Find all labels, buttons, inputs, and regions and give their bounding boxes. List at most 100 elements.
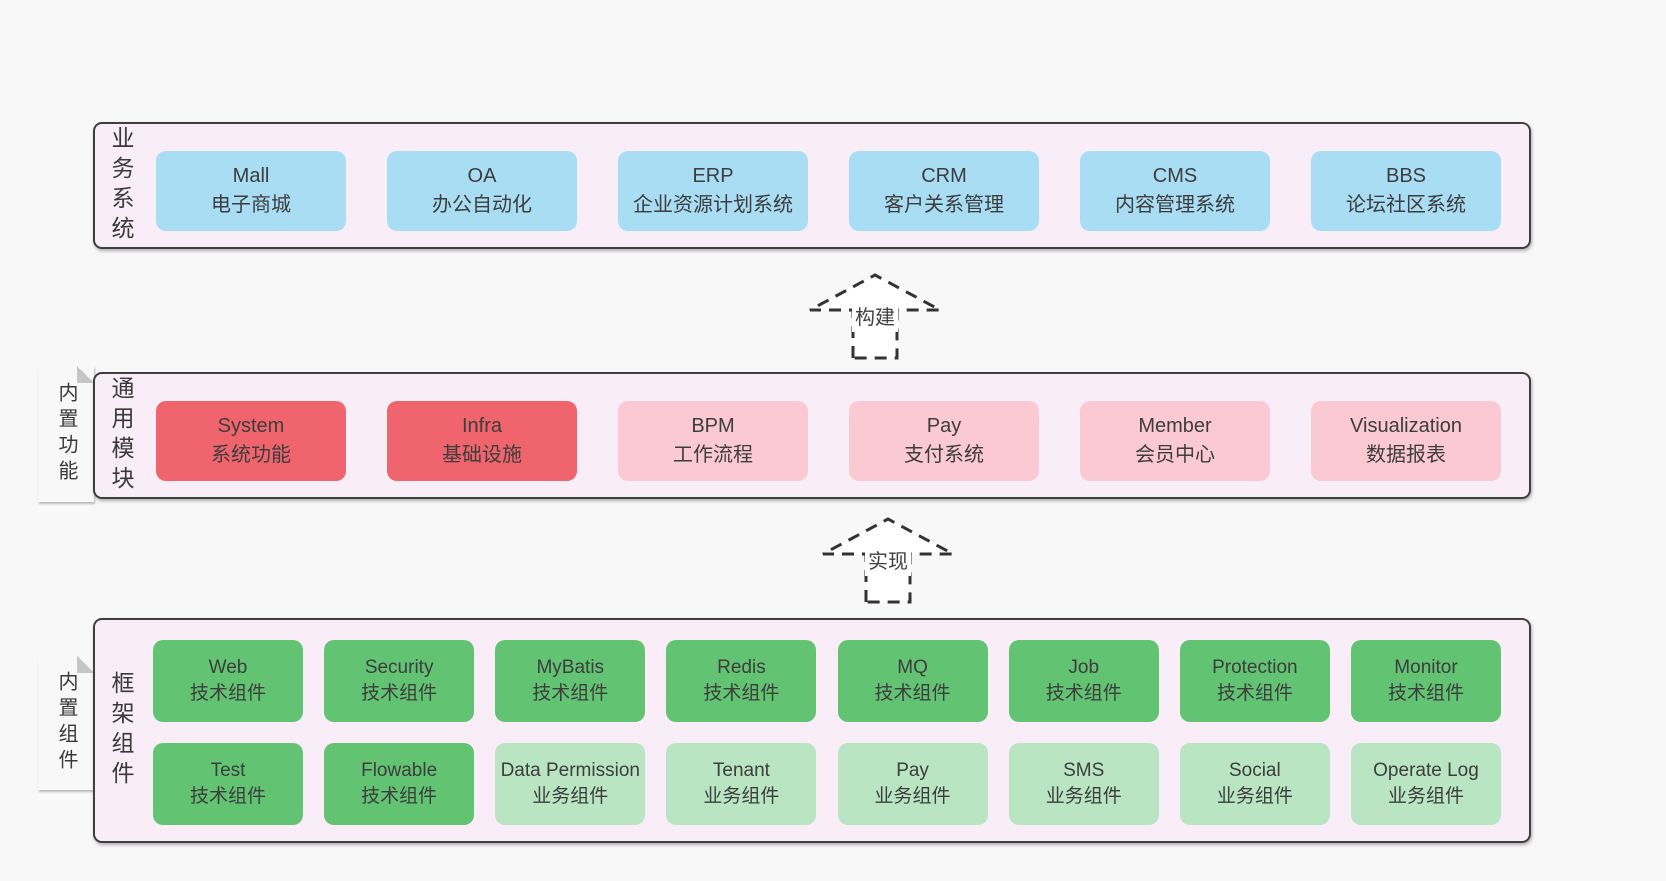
component-title: Pay bbox=[896, 760, 929, 781]
panel-business-systems: 业务系统 Mall 电子商城 OA 办公自动化 ERP 企业资源计划系统 CRM 客户关系管理… bbox=[93, 122, 1531, 249]
component-title: Operate Log bbox=[1373, 760, 1479, 781]
component-box: Mall 电子商城 bbox=[156, 151, 346, 231]
component-subtitle: 技术组件 bbox=[189, 683, 266, 704]
component-box: CRM 客户关系管理 bbox=[849, 151, 1039, 231]
component-box: Infra 基础设施 bbox=[387, 401, 577, 481]
component-subtitle: 电子商城 bbox=[211, 194, 291, 216]
component-box: Flowable 技术组件 bbox=[324, 743, 475, 825]
component-title: BBS bbox=[1385, 165, 1427, 187]
arrow-implement: 实现 bbox=[818, 514, 958, 604]
component-subtitle: 办公自动化 bbox=[432, 194, 532, 216]
component-subtitle: 业务组件 bbox=[1045, 786, 1122, 807]
component-subtitle: 技术组件 bbox=[189, 786, 266, 807]
component-title: Data Permission bbox=[500, 760, 640, 781]
component-subtitle: 技术组件 bbox=[1216, 683, 1293, 704]
module-boxes-row: System 系统功能 Infra 基础设施 BPM 工作流程 Pay 支付系统 Member 会… bbox=[156, 401, 1501, 481]
component-title: Test bbox=[210, 760, 246, 781]
component-subtitle: 技术组件 bbox=[1045, 683, 1122, 704]
component-title: Mall bbox=[232, 165, 270, 187]
sticky-tag-text: 内置功能 bbox=[55, 382, 77, 486]
component-box: Visualization 数据报表 bbox=[1311, 401, 1501, 481]
component-box: Tenant 业务组件 bbox=[666, 743, 817, 825]
component-subtitle: 技术组件 bbox=[532, 683, 609, 704]
component-title: Protection bbox=[1212, 657, 1298, 678]
component-title: OA bbox=[467, 165, 497, 187]
component-box: Data Permission 业务组件 bbox=[495, 743, 646, 825]
component-title: CRM bbox=[921, 165, 967, 187]
component-box: MyBatis 技术组件 bbox=[495, 640, 646, 722]
component-box: System 系统功能 bbox=[156, 401, 346, 481]
component-box: Redis 技术组件 bbox=[666, 640, 817, 722]
component-subtitle: 支付系统 bbox=[904, 444, 984, 466]
component-subtitle: 基础设施 bbox=[442, 444, 522, 466]
component-subtitle: 系统功能 bbox=[211, 444, 291, 466]
component-box: Social 业务组件 bbox=[1179, 743, 1330, 825]
arrow-build-label: 构建 bbox=[852, 305, 898, 332]
component-subtitle: 业务组件 bbox=[703, 786, 780, 807]
component-box: Pay 业务组件 bbox=[837, 743, 988, 825]
component-box: Member 会员中心 bbox=[1080, 401, 1270, 481]
component-subtitle: 数据报表 bbox=[1366, 444, 1446, 466]
component-box: ERP 企业资源计划系统 bbox=[618, 151, 808, 231]
component-box: Job 技术组件 bbox=[1008, 640, 1159, 722]
component-subtitle: 技术组件 bbox=[1387, 683, 1464, 704]
component-title: BPM bbox=[691, 415, 735, 437]
component-subtitle: 工作流程 bbox=[673, 444, 753, 466]
component-subtitle: 技术组件 bbox=[361, 786, 438, 807]
component-subtitle: 业务组件 bbox=[532, 786, 609, 807]
component-box: Pay 支付系统 bbox=[849, 401, 1039, 481]
component-subtitle: 论坛社区系统 bbox=[1346, 194, 1466, 216]
component-subtitle: 业务组件 bbox=[1387, 786, 1464, 807]
component-title: Job bbox=[1068, 657, 1100, 678]
sticky-tag-built-in-components: 内置组件 bbox=[38, 656, 94, 790]
component-title: System bbox=[217, 415, 285, 437]
component-subtitle: 会员中心 bbox=[1135, 444, 1215, 466]
component-subtitle: 技术组件 bbox=[361, 683, 438, 704]
component-box: BPM 工作流程 bbox=[618, 401, 808, 481]
component-box: Protection 技术组件 bbox=[1179, 640, 1330, 722]
panel-framework-label: 框架组件 bbox=[108, 670, 134, 791]
component-box: SMS 业务组件 bbox=[1008, 743, 1159, 825]
component-box: Operate Log 业务组件 bbox=[1350, 743, 1501, 825]
sticky-tag-text: 内置组件 bbox=[55, 671, 77, 775]
component-title: Redis bbox=[717, 657, 766, 678]
component-subtitle: 企业资源计划系统 bbox=[633, 194, 793, 216]
component-subtitle: 业务组件 bbox=[874, 786, 951, 807]
component-title: SMS bbox=[1063, 760, 1105, 781]
panel-modules-label: 通用模块 bbox=[108, 375, 134, 496]
component-subtitle: 技术组件 bbox=[703, 683, 780, 704]
component-title: Member bbox=[1138, 415, 1212, 437]
panel-business-label: 业务系统 bbox=[108, 125, 134, 246]
component-box: Web 技术组件 bbox=[153, 640, 303, 722]
component-title: ERP bbox=[692, 165, 734, 187]
component-title: Tenant bbox=[712, 760, 770, 781]
component-subtitle: 技术组件 bbox=[874, 683, 951, 704]
arrow-implement-label: 实现 bbox=[865, 549, 911, 576]
component-box: Security 技术组件 bbox=[324, 640, 475, 722]
component-box: BBS 论坛社区系统 bbox=[1311, 151, 1501, 231]
component-subtitle: 内容管理系统 bbox=[1115, 194, 1235, 216]
component-box: MQ 技术组件 bbox=[837, 640, 988, 722]
component-title: Pay bbox=[926, 415, 962, 437]
component-title: MQ bbox=[897, 657, 928, 678]
sticky-tag-built-in-features: 内置功能 bbox=[38, 366, 94, 502]
component-subtitle: 业务组件 bbox=[1216, 786, 1293, 807]
component-title: CMS bbox=[1152, 165, 1198, 187]
component-box: CMS 内容管理系统 bbox=[1080, 151, 1270, 231]
panel-common-modules: 通用模块 System 系统功能 Infra 基础设施 BPM 工作流程 Pay 支付系统 Me… bbox=[93, 372, 1531, 499]
component-title: Flowable bbox=[361, 760, 438, 781]
business-boxes-row: Mall 电子商城 OA 办公自动化 ERP 企业资源计划系统 CRM 客户关系管理 CMS 内容… bbox=[156, 151, 1501, 231]
component-title: Social bbox=[1228, 760, 1281, 781]
component-title: Visualization bbox=[1350, 415, 1462, 437]
component-title: Infra bbox=[461, 415, 503, 437]
arrow-build: 构建 bbox=[805, 270, 945, 360]
component-title: Web bbox=[208, 657, 248, 678]
component-box: Test 技术组件 bbox=[153, 743, 303, 825]
component-title: MyBatis bbox=[536, 657, 605, 678]
component-box: OA 办公自动化 bbox=[387, 151, 577, 231]
component-subtitle: 客户关系管理 bbox=[884, 194, 1004, 216]
component-title: Security bbox=[364, 657, 434, 678]
